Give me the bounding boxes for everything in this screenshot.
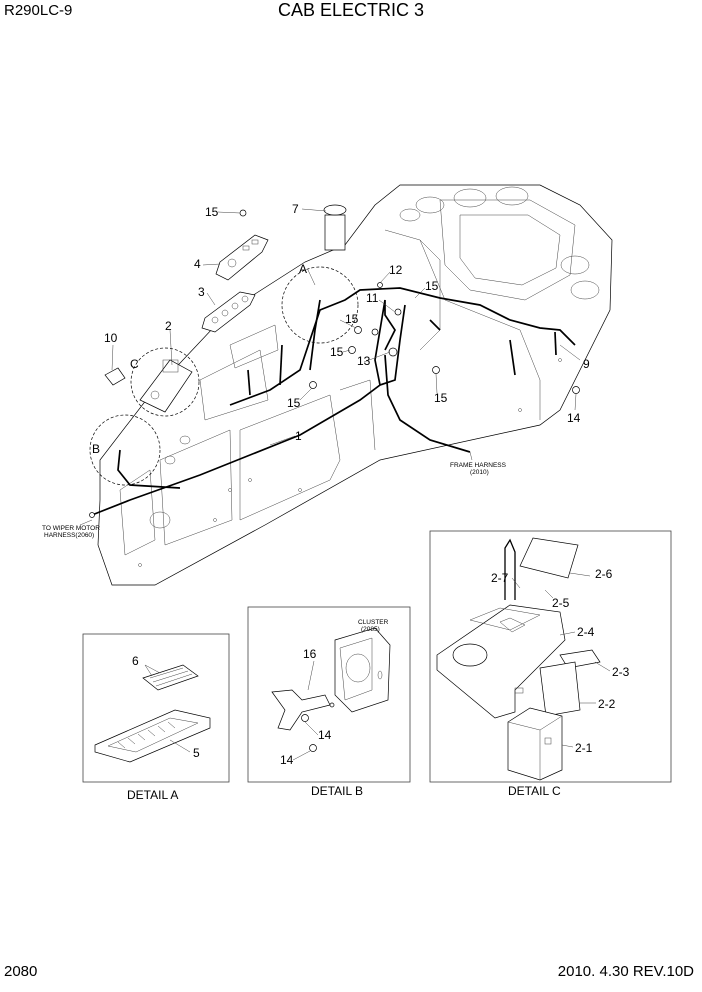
detail-ref-a: A bbox=[299, 262, 307, 276]
detail-a-panel: 6 5 bbox=[82, 633, 230, 783]
label-2: 2 bbox=[165, 319, 172, 333]
connector-10 bbox=[104, 367, 126, 386]
detail-ref-c: C bbox=[130, 357, 139, 371]
detail-callout-circles bbox=[89, 266, 359, 486]
cigar-lighter-7 bbox=[323, 204, 347, 251]
socket-assembly-2 bbox=[139, 359, 193, 413]
label-12: 12 bbox=[389, 263, 403, 277]
label-15-d: 15 bbox=[287, 396, 301, 410]
label-4: 4 bbox=[194, 257, 201, 271]
label-15-a: 15 bbox=[425, 279, 439, 293]
label-11: 11 bbox=[366, 291, 379, 305]
wiper-harness-note: TO WIPER MOTOR bbox=[42, 525, 100, 532]
leader-lines bbox=[79, 208, 581, 526]
label-15-c: 15 bbox=[330, 345, 344, 359]
switch-panel-3 bbox=[201, 291, 256, 333]
label-9: 9 bbox=[583, 357, 590, 371]
detail-c-panel: 2-6 2-7 2-5 2-4 2-3 2-2 2-1 bbox=[429, 530, 672, 783]
frame-harness-number: (2010) bbox=[470, 469, 489, 476]
detail-a-label-6: 6 bbox=[132, 654, 139, 668]
detail-c-label-2-3: 2-3 bbox=[612, 665, 630, 679]
label-14: 14 bbox=[567, 411, 581, 425]
detail-b-label-14-b: 14 bbox=[280, 753, 294, 767]
page-number: 2080 bbox=[4, 963, 38, 980]
detail-a-caption: DETAIL A bbox=[127, 788, 178, 802]
detail-c-label-2-1: 2-1 bbox=[575, 741, 593, 755]
page-title: CAB ELECTRIC 3 bbox=[277, 0, 425, 20]
detail-b-label-14-a: 14 bbox=[318, 728, 332, 742]
label-3: 3 bbox=[198, 285, 205, 299]
detail-c-label-2-6: 2-6 bbox=[595, 567, 613, 581]
detail-a-label-5: 5 bbox=[193, 746, 200, 760]
detail-c-label-2-7: 2-7 bbox=[491, 571, 509, 585]
cluster-note: CLUSTER bbox=[358, 619, 389, 626]
main-part-labels: 15 7 4 3 2 10 A C B 12 11 15 15 15 13 15… bbox=[42, 202, 590, 539]
label-7: 7 bbox=[292, 202, 299, 216]
label-1: 1 bbox=[295, 429, 302, 443]
label-15-e: 15 bbox=[434, 391, 448, 405]
main-harness-drawing bbox=[91, 287, 576, 516]
detail-c-label-2-2: 2-2 bbox=[598, 697, 616, 711]
label-15: 15 bbox=[205, 205, 219, 219]
label-13: 13 bbox=[357, 354, 371, 368]
detail-c-label-2-4: 2-4 bbox=[577, 625, 595, 639]
frame-harness-note: FRAME HARNESS bbox=[450, 462, 507, 469]
detail-b-caption: DETAIL B bbox=[311, 784, 363, 798]
label-10: 10 bbox=[104, 331, 118, 345]
detail-c-label-2-5: 2-5 bbox=[552, 596, 570, 610]
clip-bolts bbox=[89, 209, 580, 518]
wiper-harness-number: HARNESS(2060) bbox=[44, 532, 94, 539]
detail-ref-b: B bbox=[92, 442, 100, 456]
model-number: R290LC-9 bbox=[4, 2, 73, 19]
cab-frame-drawing bbox=[97, 184, 613, 586]
revision-date: 2010. 4.30 REV.10D bbox=[557, 963, 694, 980]
detail-b-panel: 16 14 14 CLUSTER (2085) bbox=[247, 606, 411, 783]
switch-panel-4 bbox=[215, 234, 269, 281]
detail-c-caption: DETAIL C bbox=[508, 784, 561, 798]
detail-b-label-16: 16 bbox=[303, 647, 317, 661]
cluster-number: (2085) bbox=[361, 626, 380, 633]
label-15-b: 15 bbox=[345, 312, 359, 326]
